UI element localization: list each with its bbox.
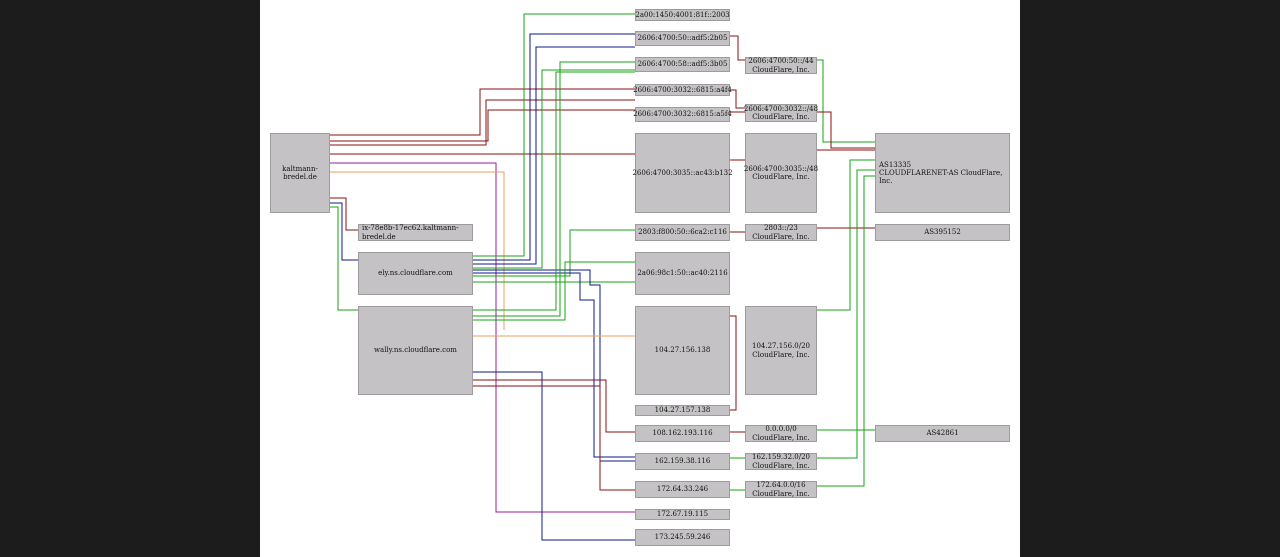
- connector-edge: [473, 371, 635, 541]
- ipv4-address-node[interactable]: 104.27.156.138: [635, 306, 730, 395]
- prefix-node[interactable]: 2606:4700:3032::/48 CloudFlare, Inc.: [743, 104, 819, 122]
- prefix-node[interactable]: 104.27.156.0/20 CloudFlare, Inc.: [745, 306, 817, 395]
- ipv4-address-node[interactable]: 172.67.19.115: [635, 509, 730, 520]
- ipv4-address-node[interactable]: 162.159.38.116: [635, 453, 730, 470]
- prefix-node[interactable]: 162.159.32.0/20 CloudFlare, Inc.: [745, 453, 817, 470]
- connector-edge: [817, 59, 875, 143]
- cname-node[interactable]: ix-78e8b-17ec62.kaltmann-bredel.de: [358, 224, 473, 241]
- connector-edge: [817, 159, 875, 311]
- ipv4-address-node[interactable]: 172.64.33.246: [635, 481, 730, 498]
- connector-edge: [473, 61, 635, 317]
- connector-edge: [330, 88, 635, 136]
- connector-edge: [817, 111, 875, 149]
- connector-edge: [730, 35, 745, 61]
- ipv6-address-node[interactable]: 2606:4700:58::adf5:3b05: [635, 57, 730, 72]
- connector-edge: [473, 272, 635, 458]
- connector-edge: [330, 109, 635, 142]
- dns-graph-canvas: kaltmann-bredel.de ix-78e8b-17ec62.kaltm…: [260, 0, 1020, 557]
- ipv6-address-node[interactable]: 2606:4700:3032::6815:a5f4: [633, 107, 732, 122]
- prefix-node[interactable]: 2606:4700:3035::/48 CloudFlare, Inc.: [744, 133, 818, 213]
- connector-edge: [473, 33, 635, 261]
- prefix-node[interactable]: 0.0.0.0/0 CloudFlare, Inc.: [745, 425, 817, 442]
- ipv6-address-node[interactable]: 2606:4700:3035::ac43:b132: [632, 133, 733, 213]
- connector-edge: [817, 169, 875, 459]
- as-node[interactable]: AS395152: [875, 224, 1010, 241]
- ipv4-address-node[interactable]: 104.27.157.138: [635, 405, 730, 416]
- edge-layer: [330, 13, 875, 541]
- connector-edge: [330, 202, 358, 261]
- prefix-node[interactable]: 2606:4700:50::/44 CloudFlare, Inc.: [745, 57, 817, 74]
- connector-edge: [330, 171, 505, 330]
- connector-edge: [730, 315, 737, 411]
- nameserver-wally-node[interactable]: wally.ns.cloudflare.com: [358, 306, 473, 395]
- ipv6-address-node[interactable]: 2606:4700:50::adf5:2b05: [635, 31, 730, 46]
- ipv6-address-node[interactable]: 2803:f800:50::6ca2:c116: [635, 224, 730, 241]
- connector-edge: [473, 69, 635, 269]
- ipv6-address-node[interactable]: 2a00:1450:4001:81f::2003: [635, 9, 730, 21]
- connector-edge: [330, 197, 358, 231]
- connector-edge: [330, 99, 635, 146]
- as-node[interactable]: AS13335 CLOUDFLARENET-AS CloudFlare, Inc…: [875, 133, 1010, 213]
- connector-edge: [473, 269, 635, 462]
- connector-edge: [473, 13, 635, 257]
- connector-edge: [473, 261, 635, 321]
- prefix-node[interactable]: 2803::/23 CloudFlare, Inc.: [745, 224, 817, 241]
- connector-edge: [473, 71, 635, 311]
- connector-edge: [473, 385, 635, 491]
- connector-edge: [473, 46, 635, 265]
- ipv4-address-node[interactable]: 108.162.193.116: [635, 425, 730, 442]
- connector-edge: [473, 379, 635, 433]
- connector-edge: [330, 162, 635, 513]
- as-node[interactable]: AS42861: [875, 425, 1010, 442]
- connector-edge: [330, 206, 358, 311]
- domain-node[interactable]: kaltmann-bredel.de: [270, 133, 330, 213]
- connector-edge: [817, 175, 875, 487]
- ipv6-address-node[interactable]: 2606:4700:3032::6815:a4f4: [633, 84, 732, 96]
- ipv6-address-node[interactable]: 2a06:98c1:50::ac40:2116: [635, 252, 730, 295]
- nameserver-ely-node[interactable]: ely.ns.cloudflare.com: [358, 252, 473, 295]
- prefix-node[interactable]: 172.64.0.0/16 CloudFlare, Inc.: [745, 481, 817, 498]
- ipv4-address-node[interactable]: 173.245.59.246: [635, 529, 730, 546]
- connector-edge: [730, 89, 745, 109]
- connector-edge: [473, 229, 635, 277]
